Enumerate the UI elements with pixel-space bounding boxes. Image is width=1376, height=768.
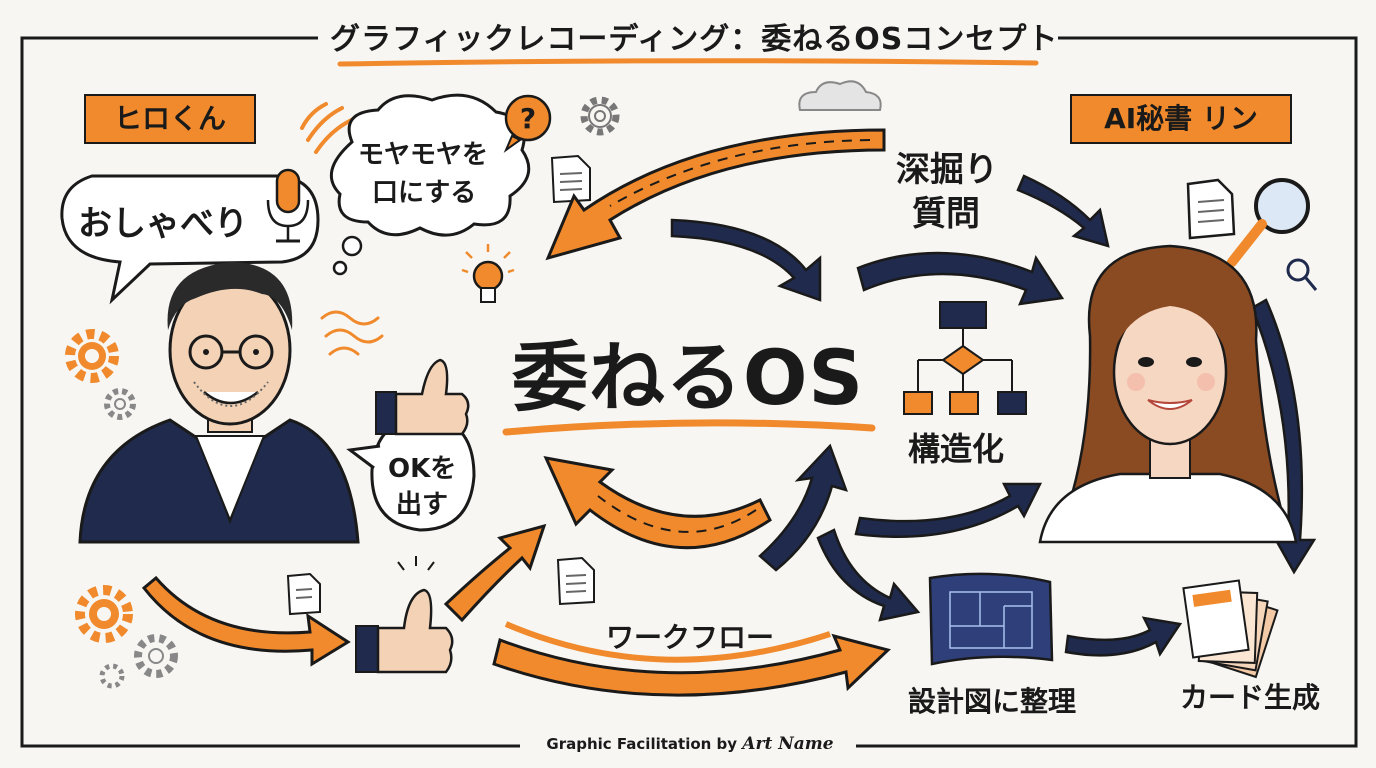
ok-text-line2: 出す: [396, 490, 449, 520]
moya-text-line1: モヤモヤを: [358, 140, 489, 170]
flowchart-icon: [903, 301, 1027, 415]
workflow-label: ワークフロー: [606, 621, 775, 654]
gear-icon-orange-bottom: [75, 585, 133, 643]
orange-arrow-left-bottom: [141, 575, 351, 667]
document-icon-bottom: [286, 572, 321, 616]
footer-artist: Art Name: [742, 734, 834, 754]
document-icon-middle: [556, 556, 595, 606]
footer-prefix: Graphic Facilitation by: [546, 735, 738, 753]
document-icon: [550, 154, 591, 204]
gear-icon: [580, 96, 620, 136]
orange-arrow-top: [545, 128, 886, 261]
orange-arrow-up: [443, 523, 547, 623]
rin-portrait: [1038, 244, 1298, 544]
cards-label: カード生成: [1180, 681, 1321, 714]
svg-text:?: ?: [520, 102, 536, 135]
cloud-icon: [798, 80, 882, 111]
ok-bubble: [346, 418, 476, 532]
navy-arrow-structure: [854, 482, 1043, 539]
navy-arrow-right-down: [1250, 298, 1317, 575]
magnifier-icon-small: [1286, 258, 1318, 291]
thought-bubble: [330, 93, 531, 276]
navy-arrow-cards: [1064, 616, 1183, 657]
hiro-portrait: [78, 262, 360, 544]
talk-bubble: [60, 174, 320, 305]
microphone-icon: [266, 168, 310, 243]
document-icon-right: [1186, 178, 1236, 240]
footer-backing: [520, 726, 856, 760]
navy-arrow-deep: [1016, 174, 1110, 248]
gear-icon-gray-bottom: [134, 634, 178, 678]
cards-icon: [1182, 579, 1279, 679]
blueprint-label: 設計図に整理: [908, 685, 1077, 718]
gear-icon-gray: [104, 388, 136, 420]
talk-text: おしゃべり: [78, 204, 248, 244]
page-title: グラフィックレコーディング：委ねるOSコンセプト: [330, 22, 1059, 57]
gear-icon-gray-small: [99, 663, 125, 689]
thumbs-up-icon: [375, 358, 470, 436]
blueprint-icon: [928, 572, 1054, 666]
workflow-arrow: [492, 621, 891, 697]
question-icon: ?: [503, 94, 552, 153]
gear-icon-orange: [65, 329, 119, 383]
title-underline: [337, 58, 1039, 67]
deep-question-label-line1: 深掘り: [896, 150, 998, 190]
navy-arrow-to-rin: [856, 251, 1065, 306]
navy-arrow-bottom-up: [758, 443, 849, 572]
magnifier-icon: [1227, 178, 1310, 267]
deep-question-label-line2: 質問: [912, 194, 980, 234]
ok-text-line1: OKを: [388, 454, 457, 484]
orange-arrow-bottom: [543, 456, 772, 550]
name-tag-rin: AI秘書 リン: [1070, 94, 1292, 144]
navy-arrow-top: [670, 218, 822, 302]
footer-credit: Graphic Facilitation by Art Name: [540, 734, 840, 754]
center-concept-title: 委ねるOS: [511, 333, 865, 422]
structure-label: 構造化: [908, 430, 1005, 468]
squiggle-marks: [320, 310, 384, 356]
moya-text-line2: 口にする: [372, 178, 477, 208]
thumbs-up-icon-bottom: [355, 556, 454, 674]
lightbulb-icon: [461, 244, 515, 303]
name-tag-hiro: ヒロくん: [84, 94, 256, 144]
navy-arrow-blueprint: [816, 528, 921, 622]
